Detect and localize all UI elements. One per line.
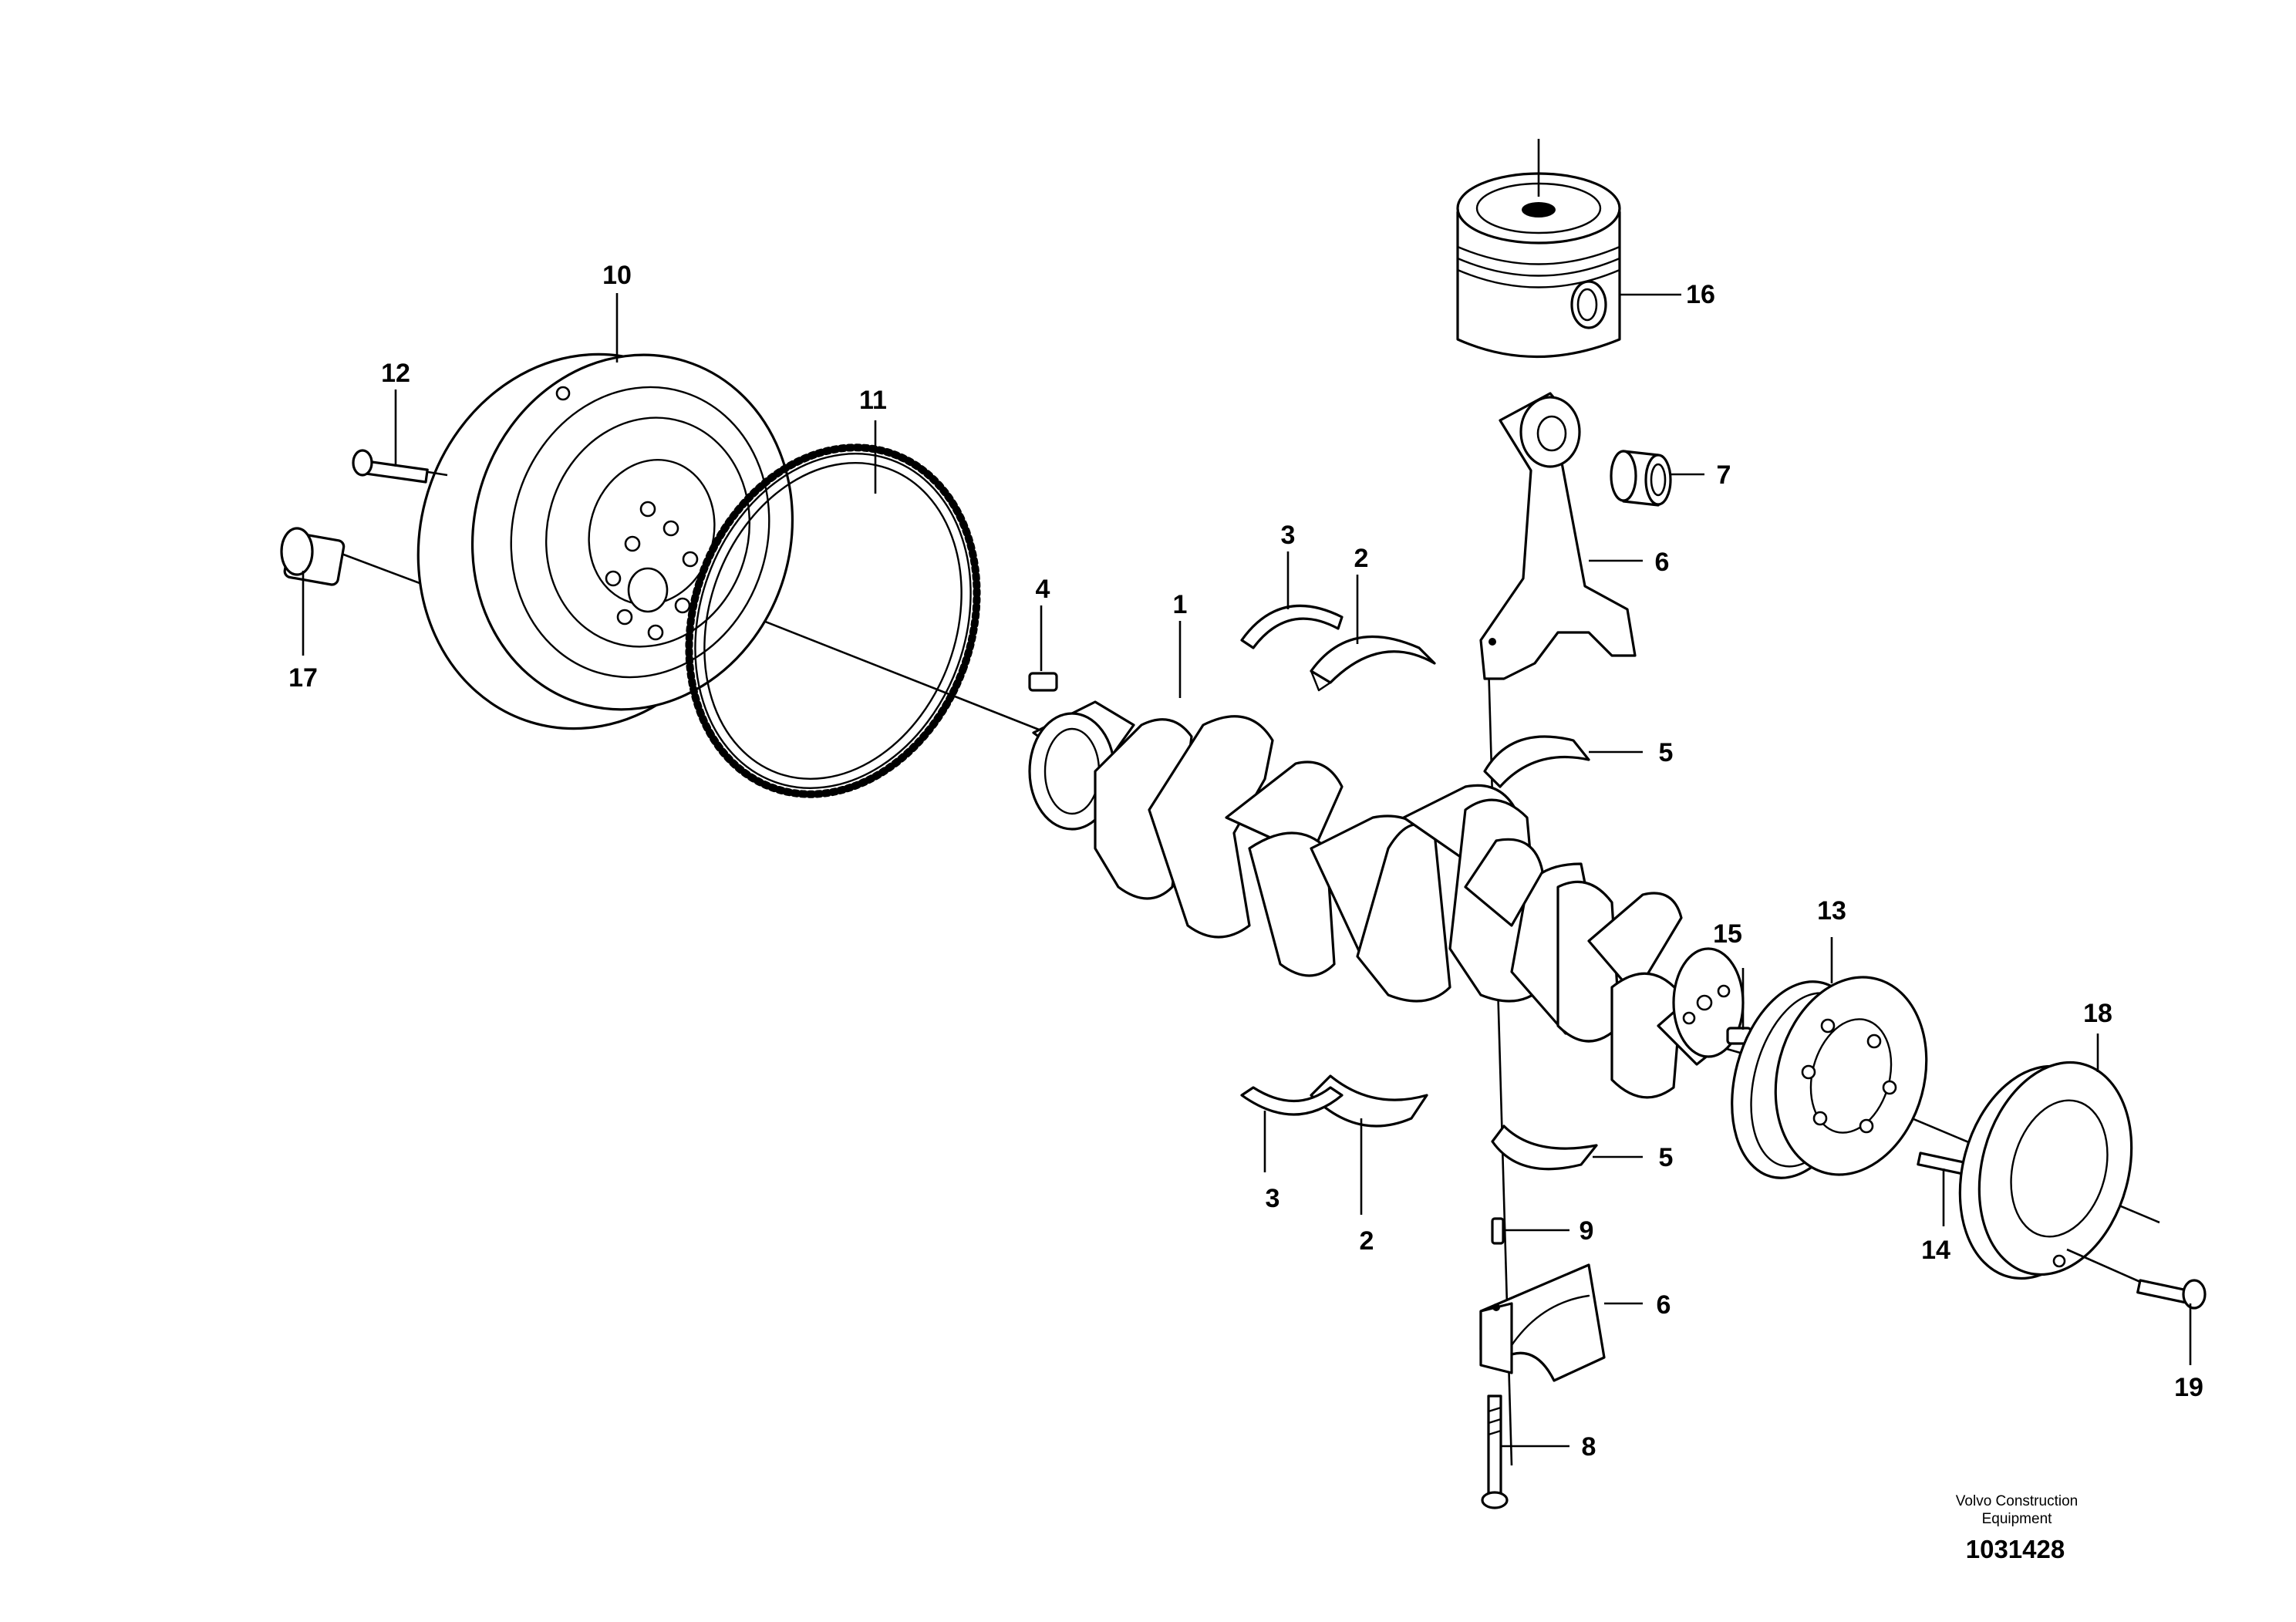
- callout-2-upper: 2: [1354, 544, 1369, 573]
- callout-15: 15: [1713, 919, 1742, 949]
- callout-2-lower: 2: [1360, 1226, 1374, 1256]
- callout-5-lower: 5: [1659, 1143, 1674, 1172]
- callout-17: 17: [288, 663, 318, 693]
- connecting-rod-bolt: [1481, 1394, 1509, 1509]
- callout-10: 10: [602, 261, 632, 290]
- credit-line-2: Equipment: [1982, 1511, 2053, 1527]
- credit-block: Volvo Construction Equipment 1031428: [1956, 1493, 2078, 1563]
- document-number: 1031428: [1966, 1535, 2065, 1563]
- main-bearing-lower: [1310, 1074, 1428, 1128]
- callout-11: 11: [859, 386, 887, 415]
- callout-9: 9: [1580, 1216, 1594, 1246]
- leader-lines: [302, 139, 2192, 1448]
- vibration-damper: [1958, 1061, 2133, 1280]
- dowel-pin: [1028, 672, 1058, 692]
- thrust-washer-lower: [1240, 1086, 1344, 1116]
- piston-pin: [1610, 450, 1672, 507]
- callout-16: 16: [1686, 280, 1715, 309]
- crankshaft-pulley: [1731, 976, 1928, 1179]
- credit-line-1: Volvo Construction: [1956, 1493, 2078, 1509]
- connecting-rod-bearing-lower: [1491, 1125, 1598, 1171]
- callout-7: 7: [1717, 460, 1731, 490]
- pilot-bushing: [280, 527, 346, 586]
- callout-19: 19: [2174, 1373, 2203, 1402]
- callout-6-upper: 6: [1655, 548, 1670, 577]
- connecting-rod-cap: [1479, 1263, 1606, 1382]
- piston: [1456, 172, 1621, 358]
- callout-1: 1: [1173, 590, 1188, 619]
- callout-3-upper: 3: [1281, 521, 1296, 550]
- ring-gear: [685, 443, 981, 798]
- main-bearing-upper: [1310, 635, 1436, 692]
- callout-labels: 1 2 2 3 3 4 5 5 6 6 7 8 9 10 11 12 13 14…: [288, 261, 2203, 1462]
- callout-6-lower: 6: [1657, 1290, 1671, 1320]
- flywheel-bolt-holes: [605, 501, 699, 641]
- callout-8: 8: [1582, 1432, 1596, 1462]
- rod-cap-dowel: [1491, 1217, 1505, 1245]
- crankshaft: [1028, 700, 1745, 1099]
- callout-14: 14: [1921, 1236, 1950, 1265]
- callout-13: 13: [1817, 896, 1846, 926]
- flywheel-bolt: [352, 449, 448, 484]
- connecting-rod-bearing-upper: [1483, 735, 1590, 788]
- callout-4: 4: [1036, 575, 1050, 604]
- callout-18: 18: [2083, 999, 2112, 1028]
- callout-12: 12: [381, 359, 410, 388]
- flywheel: [416, 352, 794, 730]
- callout-3-lower: 3: [1266, 1184, 1280, 1213]
- thrust-washer-upper: [1240, 604, 1344, 649]
- connecting-rod: [1479, 392, 1637, 680]
- damper-bolt: [2066, 1248, 2207, 1310]
- callout-5-upper: 5: [1659, 738, 1674, 767]
